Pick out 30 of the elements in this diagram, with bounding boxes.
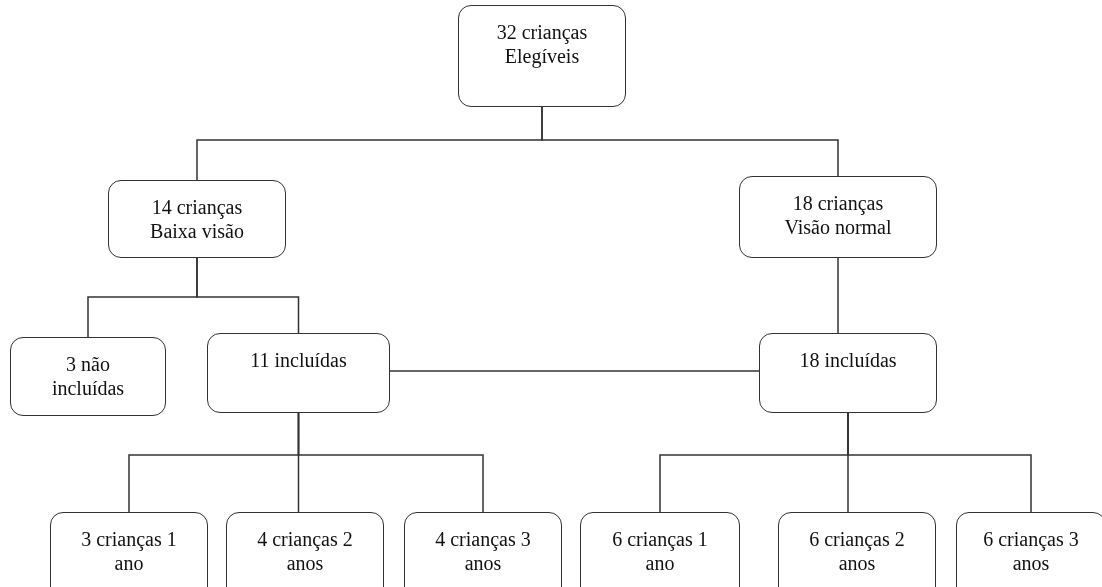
- process-box: [580, 512, 740, 587]
- process-box: [956, 512, 1102, 587]
- box-text: 6 crianças 1 ano: [611, 527, 709, 575]
- process-box: [108, 180, 286, 258]
- process-box: [458, 5, 626, 107]
- process-box: [739, 176, 937, 258]
- connector-line: [389, 370, 760, 372]
- box-text: 4 crianças 3 anos: [434, 527, 532, 575]
- process-box: [778, 512, 936, 587]
- process-box: [207, 333, 390, 413]
- box-text: 18 crianças Visão normal: [783, 191, 893, 239]
- connector-line: [837, 257, 839, 334]
- connector-line: [541, 106, 839, 177]
- box-text: 3 crianças 1 ano: [80, 527, 178, 575]
- connector-line: [297, 412, 484, 513]
- connector-line: [847, 412, 1032, 513]
- process-box: [404, 512, 562, 587]
- process-box: [50, 512, 208, 587]
- box-text: 14 crianças Baixa visão: [149, 195, 245, 243]
- box-text: 4 crianças 2 anos: [256, 527, 354, 575]
- box-text: 6 crianças 3 anos: [982, 527, 1080, 575]
- box-text: 32 crianças Elegíveis: [495, 20, 589, 68]
- box-text: 18 incluídas: [798, 348, 898, 372]
- process-box: [10, 337, 166, 416]
- box-text: 6 crianças 2 anos: [808, 527, 906, 575]
- box-text: 3 não incluídas: [50, 352, 126, 400]
- process-box: [759, 333, 937, 413]
- process-box: [226, 512, 384, 587]
- box-text: 11 incluídas: [249, 348, 348, 372]
- connector-line: [196, 257, 300, 334]
